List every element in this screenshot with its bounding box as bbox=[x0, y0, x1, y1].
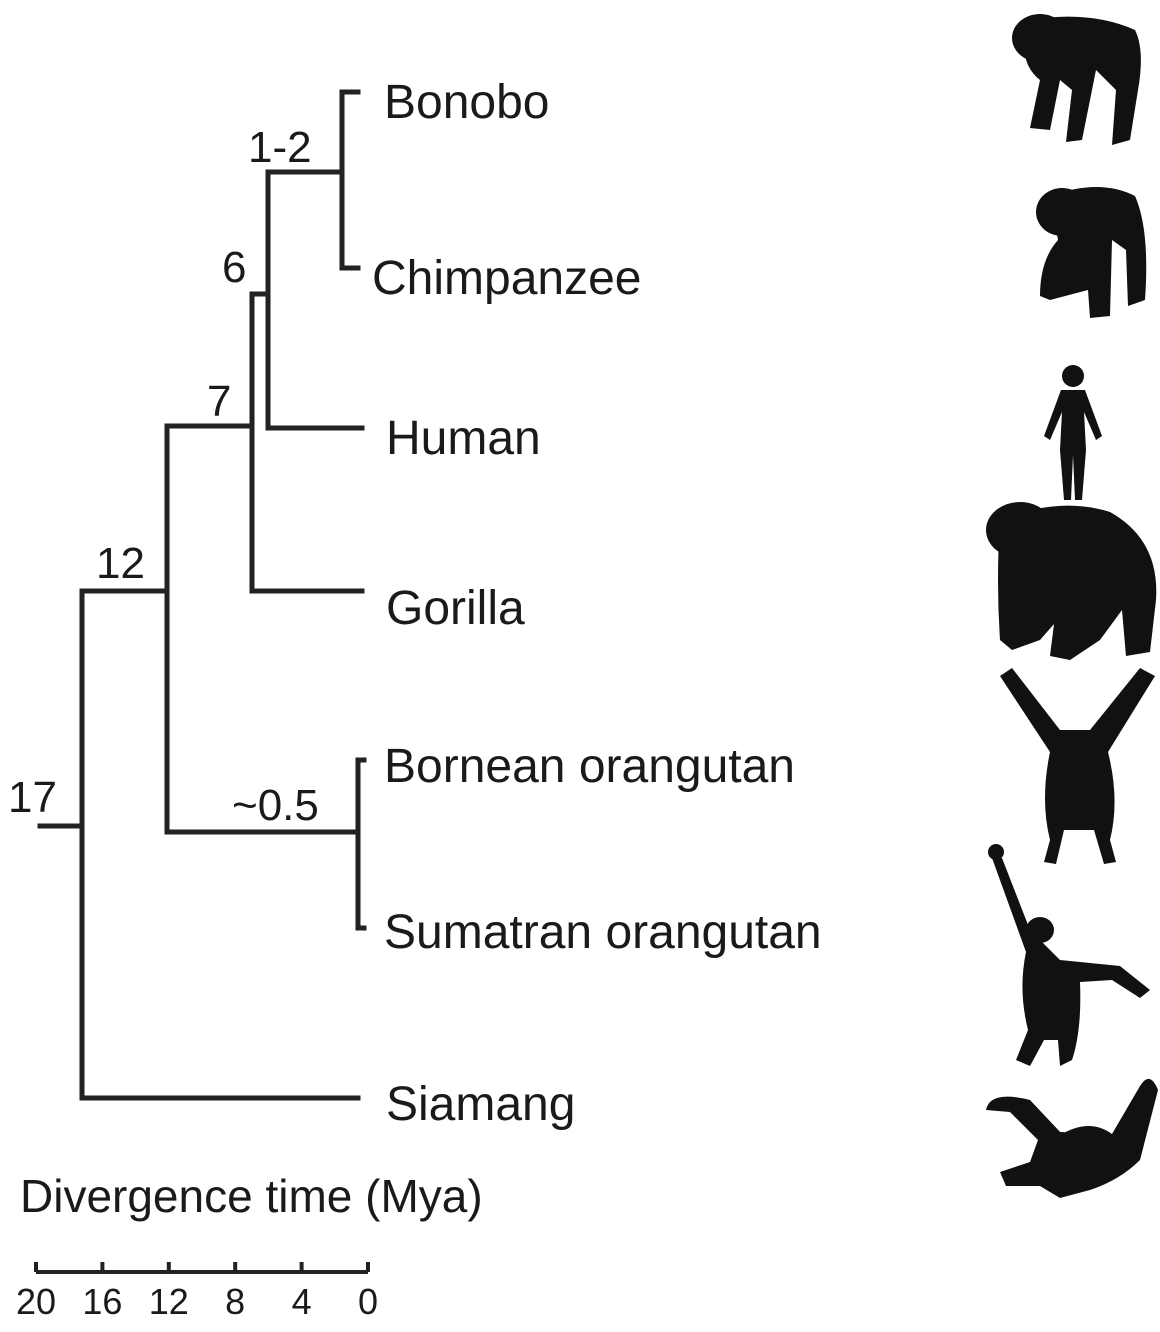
silhouettes bbox=[986, 14, 1158, 1198]
sumatran-orangutan-silhouette-icon bbox=[988, 844, 1150, 1066]
node-label-hominini: 6 bbox=[222, 243, 246, 292]
taxon-label-human: Human bbox=[386, 412, 541, 465]
axis-tick-label: 12 bbox=[149, 1281, 189, 1322]
axis-tick-label: 4 bbox=[292, 1281, 312, 1322]
node-label-root: 17 bbox=[8, 773, 57, 822]
branch-chimpanzee bbox=[342, 172, 358, 268]
branch-bonobo bbox=[342, 92, 358, 172]
taxon-label-bornean-orangutan: Bornean orangutan bbox=[384, 740, 795, 793]
time-axis: Divergence time (Mya) 20 16 12 8 4 0 bbox=[16, 1170, 483, 1322]
chimpanzee-silhouette-icon bbox=[1036, 187, 1146, 318]
bornean-orangutan-silhouette-icon bbox=[1000, 668, 1155, 864]
node-label-pongo: ~0.5 bbox=[232, 781, 319, 830]
node-label-pan: 1-2 bbox=[248, 123, 312, 172]
node-label-homininae: 7 bbox=[207, 377, 231, 426]
taxon-label-gorilla: Gorilla bbox=[386, 582, 525, 635]
taxon-labels: Bonobo Chimpanzee Human Gorilla Bornean … bbox=[372, 76, 822, 1131]
axis-tick-label: 16 bbox=[82, 1281, 122, 1322]
axis-tick-label: 20 bbox=[16, 1281, 56, 1322]
taxon-label-bonobo: Bonobo bbox=[384, 76, 550, 129]
axis-tick-label: 8 bbox=[225, 1281, 245, 1322]
taxon-label-chimpanzee: Chimpanzee bbox=[372, 252, 641, 305]
tree-branches bbox=[40, 92, 364, 1098]
taxon-label-siamang: Siamang bbox=[386, 1078, 575, 1131]
gorilla-silhouette-icon bbox=[986, 502, 1156, 660]
human-silhouette-icon bbox=[1044, 365, 1102, 500]
axis-title: Divergence time (Mya) bbox=[20, 1170, 483, 1222]
axis-tick-label: 0 bbox=[358, 1281, 378, 1322]
siamang-silhouette-icon bbox=[986, 1079, 1158, 1198]
bonobo-silhouette-icon bbox=[1012, 14, 1141, 145]
taxon-label-sumatran-orangutan: Sumatran orangutan bbox=[384, 906, 822, 959]
node-label-hominidae: 12 bbox=[96, 539, 145, 588]
node-labels: 1-2 6 7 12 ~0.5 17 bbox=[8, 123, 319, 830]
